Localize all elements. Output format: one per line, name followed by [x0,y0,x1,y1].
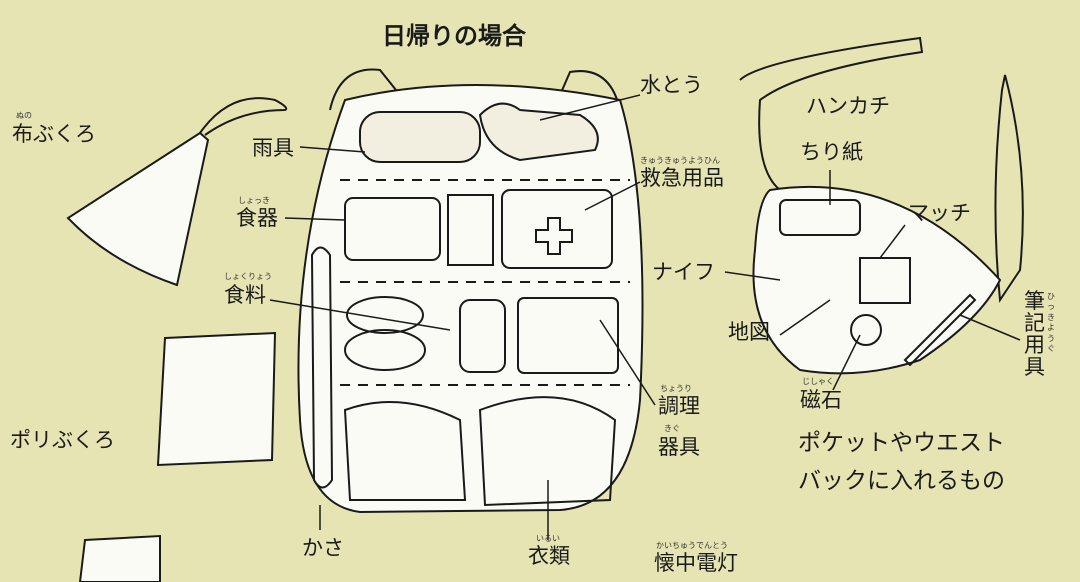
page-title: 日帰りの場合 [382,22,526,50]
cooking-tools-label-1: 調理 [658,394,700,418]
cooking-tools-ruby-1: ちょうり [660,384,692,393]
plastic-bag-label: ポリぶくろ [10,428,115,452]
stationery-label: 筆記用具 [1024,289,1045,380]
caption-line-1: ポケットやウエスト [798,430,1005,456]
cloth-bag-drawing [66,97,288,287]
plastic-bag-drawing [156,331,277,467]
matches-label: マッチ [908,201,971,225]
knife-label: ナイフ [652,260,715,284]
clothes-ruby: いるい [536,534,560,543]
plastic-bag-drawing-2 [78,534,161,582]
food-label: 食料 [224,283,266,307]
cooking-tools-label-2: 器具 [658,435,700,459]
dishes-ruby: しょっき [238,196,270,205]
rain-gear-label: 雨具 [252,136,294,160]
leader-lines [269,94,1021,540]
backpack-drawing [297,68,644,514]
handkerchief-label: ハンカチ [806,94,890,118]
flashlight-label: 懐中電灯 [654,551,738,575]
compass-label: 磁石 [800,388,842,412]
tissue-label: ちり紙 [800,140,863,164]
water-bottle-label: 水とう [640,73,703,97]
dishes-label: 食器 [236,206,278,230]
cooking-tools-ruby-2: きぐ [664,424,680,433]
first-aid-ruby: きゅうきゅうようひん [640,156,720,165]
stationery-ruby: ひっきようぐ [1047,292,1055,353]
cloth-bag-label: 布ぶくろ [12,122,96,146]
flashlight-ruby: かいちゅうでんとう [656,541,728,550]
food-ruby: しょくりょう [224,272,272,281]
clothes-label: 衣類 [528,544,570,568]
caption-line-2: バックに入れるもの [798,468,1005,494]
compass-ruby: じしゃく [802,377,834,386]
waist-pack-drawing [739,36,1024,375]
map-label: 地図 [728,320,770,344]
cloth-bag-ruby: ぬの [16,111,32,120]
umbrella-label: かさ [302,536,344,560]
first-aid-label: 救急用品 [640,166,724,190]
